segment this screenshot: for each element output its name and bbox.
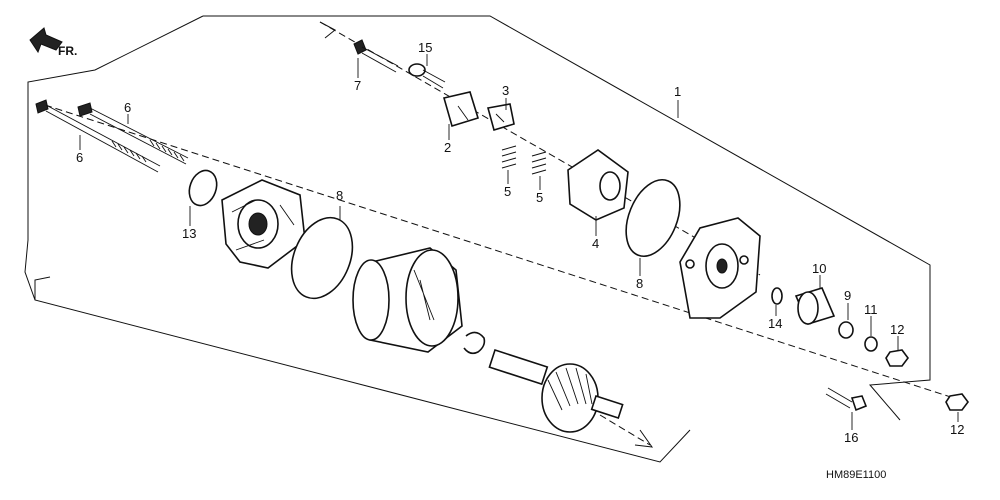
washer-11 [864, 336, 878, 352]
axis-lower [599, 414, 651, 446]
callout-5a: 5 [504, 184, 511, 199]
callout-10: 10 [812, 261, 826, 276]
callout-4: 4 [592, 236, 599, 251]
front-cover [221, 179, 306, 269]
front-direction-arrow-icon [29, 27, 63, 54]
brush-plate [567, 149, 629, 221]
armature [488, 348, 624, 433]
callout-8b: 8 [636, 276, 643, 291]
callout-5b: 5 [536, 190, 543, 205]
axis-main [44, 104, 961, 401]
nut-12-lower [945, 393, 969, 411]
callout-7: 7 [354, 78, 361, 93]
callout-3: 3 [502, 83, 509, 98]
callout-6a: 6 [124, 100, 131, 115]
callout-1: 1 [674, 84, 681, 99]
washer-14 [771, 287, 783, 305]
assembly-outline [203, 15, 931, 421]
callout-6b: 6 [76, 150, 83, 165]
brush-holder [442, 91, 515, 132]
through-bolt-upper [77, 102, 189, 165]
brush-spring-right [531, 151, 547, 175]
diagram-code: HM89E1100 [826, 469, 886, 481]
callout-15: 15 [418, 40, 432, 55]
terminal-bolt [408, 63, 446, 89]
callout-16: 16 [844, 430, 858, 445]
callout-2: 2 [444, 140, 451, 155]
axis-arrow-top [319, 21, 336, 39]
circlip [463, 331, 486, 355]
o-ring-right [625, 179, 681, 257]
leader-lines [79, 54, 959, 430]
assembly-outline-bottom [34, 276, 51, 300]
callout-9: 9 [844, 288, 851, 303]
callout-14: 14 [768, 316, 782, 331]
pinion-gear [794, 287, 836, 325]
axis-arrow-bottom [634, 429, 654, 448]
yoke-housing [352, 247, 463, 353]
front-direction-label: FR. [58, 44, 77, 58]
o-ring-front [188, 169, 218, 207]
callout-12a: 12 [890, 322, 904, 337]
o-ring-left [290, 216, 354, 300]
through-bolt-lower [35, 99, 161, 173]
callout-8a: 8 [336, 188, 343, 203]
bolt-small [353, 39, 399, 73]
rear-cover [679, 217, 761, 319]
nut-12-upper [885, 349, 909, 367]
callout-13: 13 [182, 226, 196, 241]
washer-9 [838, 321, 854, 339]
brush-spring-left [501, 145, 517, 169]
callout-11: 11 [864, 302, 878, 317]
mounting-bolt [825, 387, 868, 412]
callout-12b: 12 [950, 422, 964, 437]
axis-upper [319, 21, 761, 276]
assembly-outline-left [24, 15, 691, 463]
